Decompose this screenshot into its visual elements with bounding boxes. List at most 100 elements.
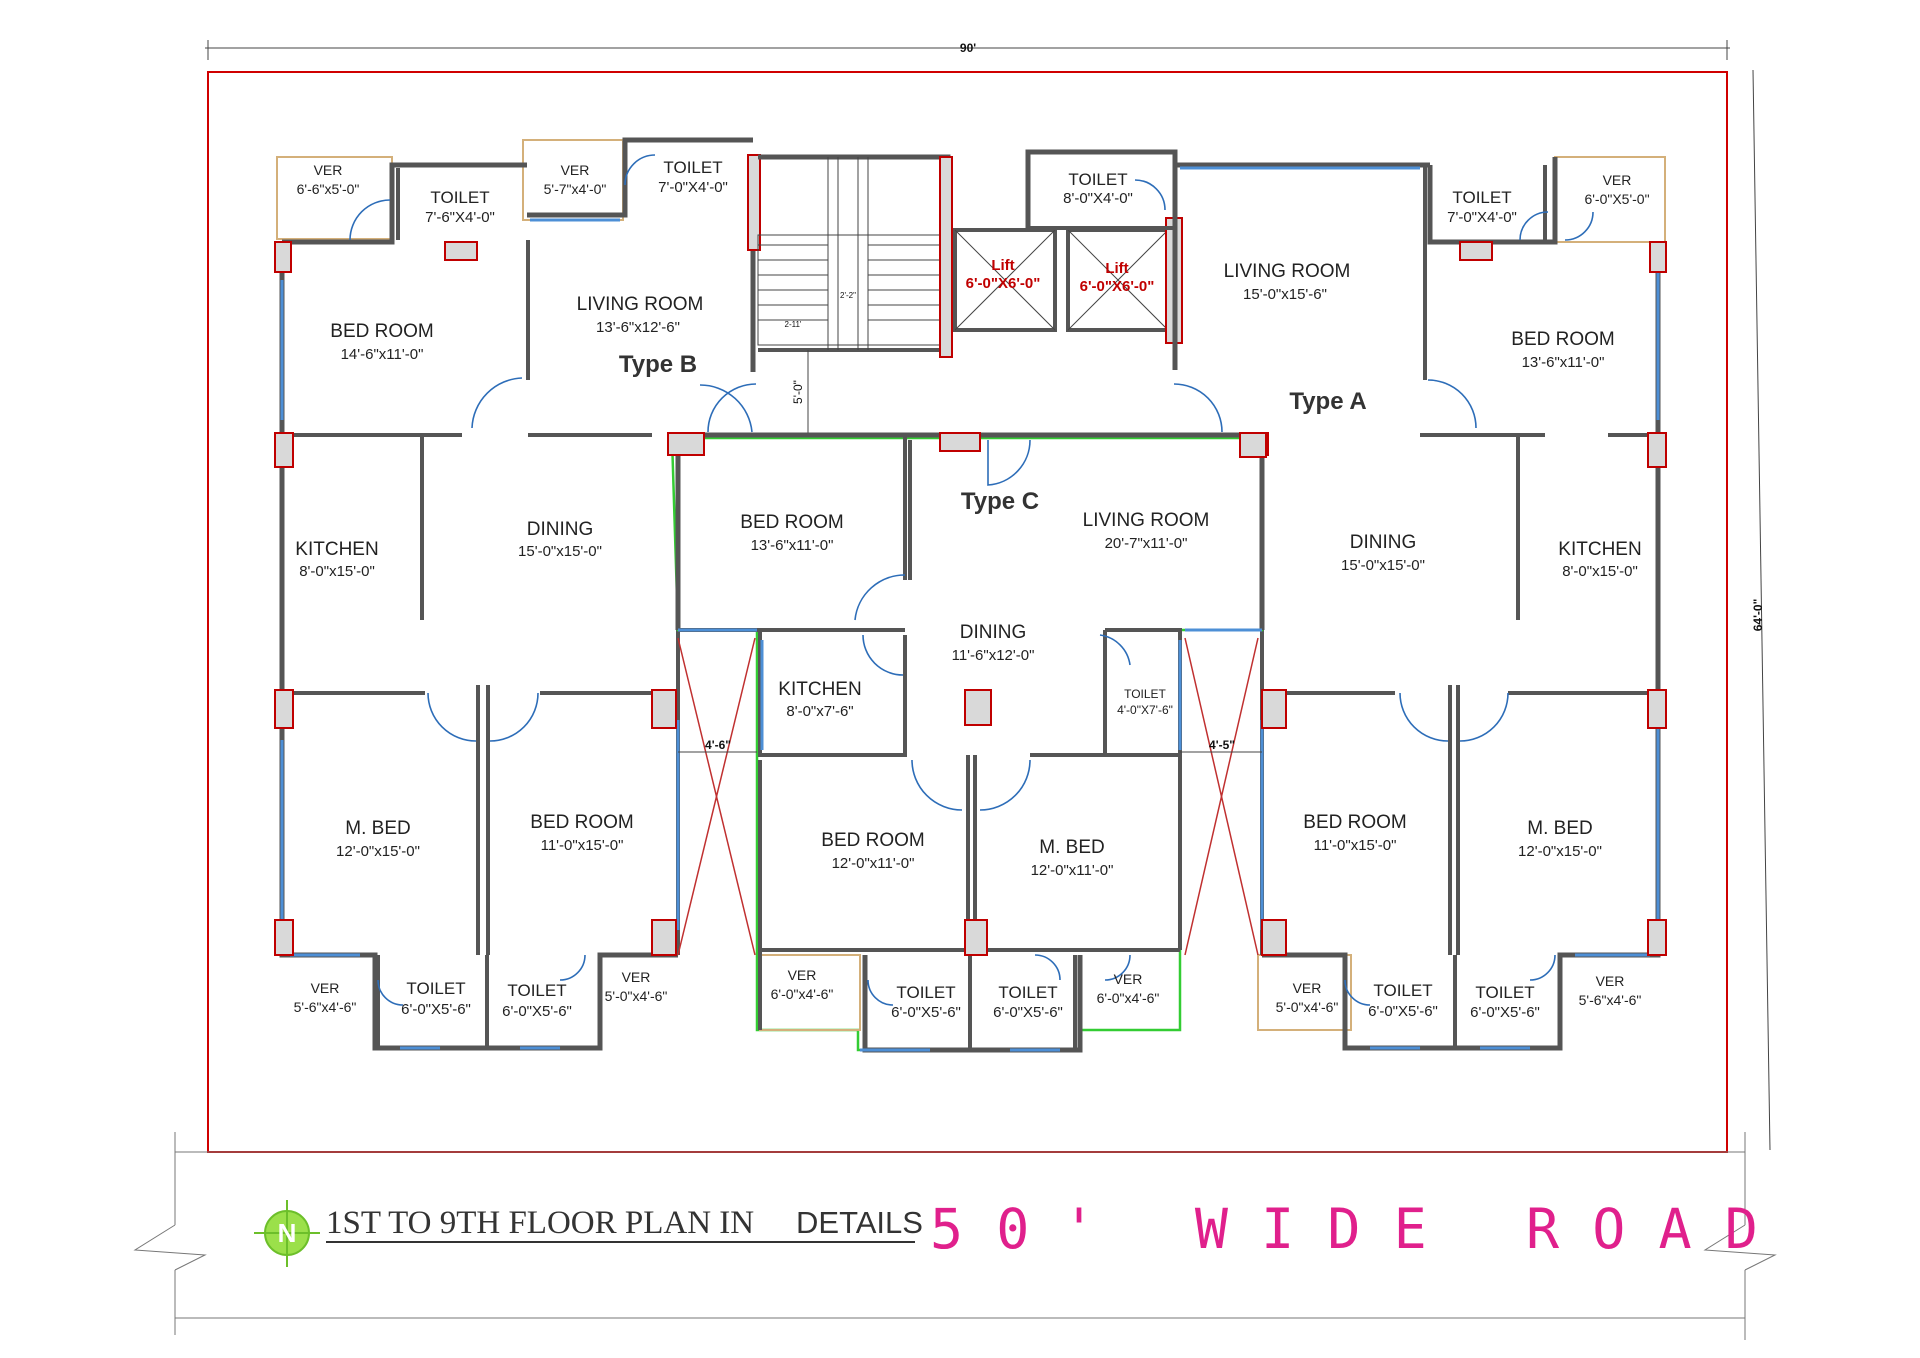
c-door-8 [1034,954,1061,981]
b-ver-top2-dim: 5'-7"x4'-0" [544,181,607,197]
lift-1-dim: 6'-0"X6'-0" [966,275,1041,292]
a-ver-bl-name: VER [1293,980,1322,996]
stair-treads [757,234,941,346]
corridor-width-label: 5'-0" [791,380,805,404]
b-ver-top2-name: VER [561,162,590,178]
c-bed2-name: BED ROOM [821,830,924,851]
b-mbed-dim: 12'-0"x15'-0" [336,843,420,860]
gap-left-label: 4'-6" [705,738,731,752]
gap-right-label: 4'-5" [1209,738,1235,752]
a-living-dim: 15'-0"x15'-6" [1243,286,1327,303]
unit-type-c: 4'-6" 4'-5" [667,432,1267,1053]
b-kitchen-name: KITCHEN [295,539,378,560]
c-toilet-b1-dim: 6'-0"X5'-6" [891,1004,961,1021]
a-door-6 [1459,692,1509,742]
shaft-left: 4'-6" [677,637,757,956]
c-living-name: LIVING ROOM [1083,510,1210,531]
b-door-6 [624,154,656,186]
c-door-2 [854,574,906,621]
b-door-2 [471,377,523,429]
a-door-1 [1134,179,1166,211]
lift-shaft-1 [953,228,1057,332]
c-dining-dim: 11'-6"x12'-0" [952,647,1035,664]
unit-type-b [274,137,761,1051]
a-door-7 [1344,979,1371,1006]
b-ver-top-name: VER [314,162,343,178]
c-ver-r-name: VER [1114,971,1143,987]
a-toilet-b2-name: TOILET [1475,983,1534,1002]
north-letter: N [278,1218,297,1248]
b-ver-br-dim: 5'-0"x4'-6" [605,988,668,1004]
c-door-4 [1099,634,1131,666]
a-toilet-b1-name: TOILET [1373,981,1432,1000]
overall-depth-label: 64'-0" [1751,599,1765,632]
b-toilet-b1-dim: 6'-0"X5'-6" [401,1001,471,1018]
lift-1-name: Lift [991,257,1014,274]
c-living-dim: 20'-7"x11'-0" [1105,535,1188,552]
a-toilet-top-name: TOILET [1068,170,1127,189]
b-ver-br-name: VER [622,969,651,985]
room-labels: VER 6'-6"x5'-0" TOILET 7'-6"X4'-0" VER 5… [294,158,1650,1021]
c-bed-name: BED ROOM [740,512,843,533]
b-kitchen-dim: 8'-0"x15'-0" [299,563,375,580]
b-door-7 [377,979,404,1006]
b-living-dim: 13'-6"x12'-6" [596,319,680,336]
a-toilet-top-dim: 8'-0"X4'-0" [1063,190,1133,207]
c-door-7 [867,979,894,1006]
a-door-3 [1564,211,1594,241]
north-symbol: N [254,1200,320,1267]
c-ver-l-dim: 6'-0"x4'-6" [771,986,834,1002]
unit-type-a [1025,149,1667,1051]
b-dining-name: DINING [527,519,594,540]
title-sans-part: DETAILS [796,1205,923,1240]
a-toilet-top2-dim: 7'-0"X4'-0" [1447,209,1517,226]
a-bed-name: BED ROOM [1511,329,1614,350]
b-toilet-b2-dim: 6'-0"X5'-6" [502,1003,572,1020]
b-ver-bl-dim: 5'-6"x4'-6" [294,999,357,1015]
c-bed-dim: 13'-6"x11'-0" [751,537,834,554]
a-living-name: LIVING ROOM [1224,261,1351,282]
b-toilet-top2-dim: 7'-0"X4'-0" [658,179,728,196]
overall-depth-dimension: 64'-0" [1751,69,1771,1151]
c-door-5 [911,759,963,811]
a-toilet-top2-name: TOILET [1452,188,1511,207]
a-ver-br-name: VER [1596,973,1625,989]
a-ver-bl-dim: 5'-0"x4'-6" [1276,999,1339,1015]
b-bed-dim: 14'-6"x11'-0" [341,346,424,363]
a-toilet-b2-dim: 6'-0"X5'-6" [1470,1004,1540,1021]
a-ver-top-dim: 6'-0"X5'-0" [1584,191,1649,207]
b-toilet-top-dim: 7'-6"X4'-0" [425,209,495,226]
a-mbed-name: M. BED [1527,818,1592,839]
c-kitchen-name: KITCHEN [778,679,861,700]
title-serif-part: 1ST TO 9TH FLOOR PLAN IN [326,1205,754,1241]
c-toilet-small-name: TOILET [1124,687,1166,701]
a-kitchen-name: KITCHEN [1558,539,1641,560]
c-toilet-b1-name: TOILET [896,983,955,1002]
c-door-1 [987,439,1031,486]
b-bed-name: BED ROOM [330,321,433,342]
corridor-door-left [707,383,757,433]
a-door-4 [1427,379,1477,429]
stair-width-label-2: 2-11' [785,320,802,329]
c-mbed-dim: 12'-0"x11'-0" [1031,862,1114,879]
c-toilet-b2-dim: 6'-0"X5'-6" [993,1004,1063,1021]
lift-2-dim: 6'-0"X6'-0" [1080,278,1155,295]
b-toilet-top-name: TOILET [430,188,489,207]
overall-width-dimension: 90' [205,40,1730,60]
a-door-2 [1519,211,1549,241]
b-bed2-name: BED ROOM [530,812,633,833]
a-bed2-dim: 11'-0"x15'-0" [1314,837,1397,854]
c-door-6 [979,759,1031,811]
lift-2-name: Lift [1105,260,1128,277]
b-ver-top-dim: 6'-6"x5'-0" [297,181,360,197]
b-bed2-dim: 11'-0"x15'-0" [541,837,624,854]
c-toilet-small-dim: 4'-0"X7'-6" [1117,703,1173,717]
overall-width-label: 90' [960,41,976,55]
c-door-3 [862,634,904,676]
road-label: 5 0 ' W I D E R O A D [930,1197,1758,1261]
a-bed-dim: 13'-6"x11'-0" [1522,354,1605,371]
a-bed2-name: BED ROOM [1303,812,1406,833]
b-ver-bl-name: VER [311,980,340,996]
a-toilet-b1-dim: 6'-0"X5'-6" [1368,1003,1438,1020]
stair-width-label: 2'-2" [840,291,856,300]
